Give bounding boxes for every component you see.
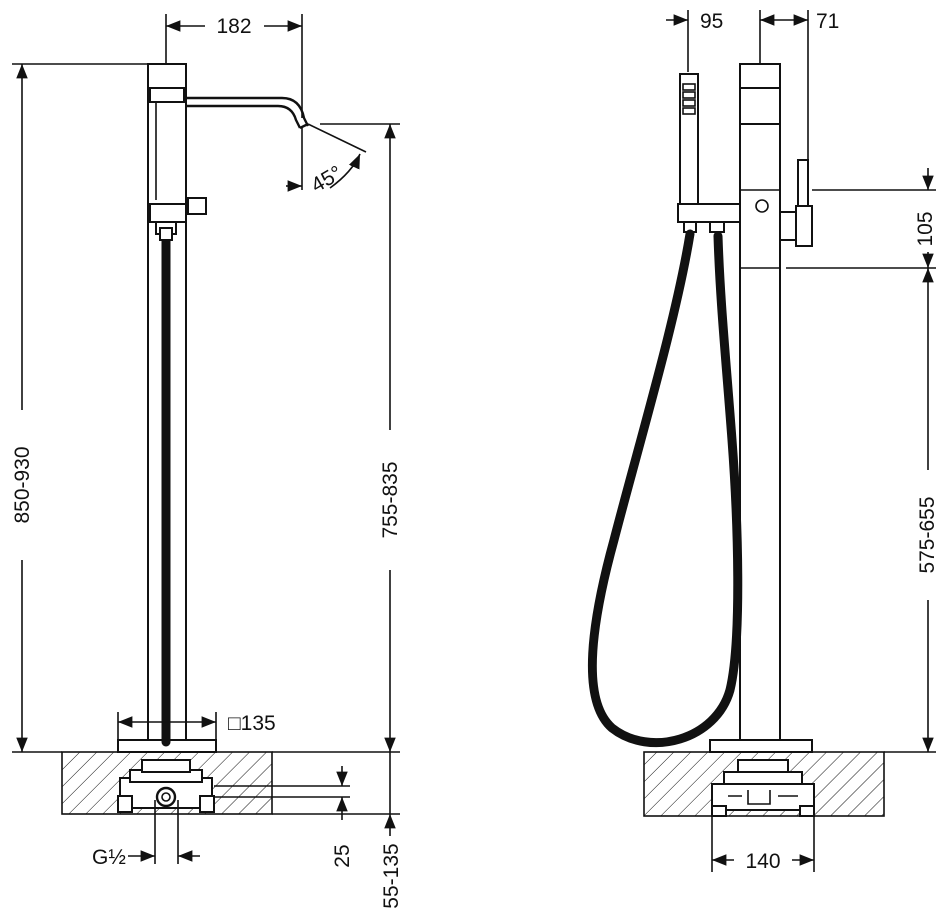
dim-spout-height: 755-835: [379, 461, 402, 538]
mounting-box-left: [117, 759, 215, 813]
dim-connection-offset: 25: [331, 844, 354, 867]
dim-total-height: 850-930: [11, 446, 34, 523]
dim-spout-angle: 45°: [307, 161, 346, 197]
dim-box-width: 140: [745, 850, 780, 873]
dim-handshower-offset: 95: [700, 10, 723, 33]
handshower-bracket: [677, 203, 741, 223]
front-view: 182 45° 850-930 755-835 □135 25: [11, 14, 403, 909]
dim-connection: G½: [92, 846, 126, 869]
dim-spout-reach: 182: [216, 15, 251, 38]
side-view: 95 71 105 575-655 140: [587, 10, 936, 873]
dim-bracket-height: 575-655: [916, 496, 936, 573]
spout: [186, 96, 310, 129]
dim-handle-offset: 71: [816, 10, 839, 33]
hose-right: [587, 229, 743, 748]
dim-handle-height: 105: [914, 211, 936, 246]
hand-shower: [679, 73, 699, 205]
column-right: [739, 63, 781, 741]
base-plate-right: [709, 739, 813, 753]
lever-handle: [779, 159, 813, 247]
dim-install-depth: 55-135: [380, 843, 403, 908]
dim-base-square: □135: [228, 712, 276, 735]
mounting-box-right: [711, 759, 815, 817]
